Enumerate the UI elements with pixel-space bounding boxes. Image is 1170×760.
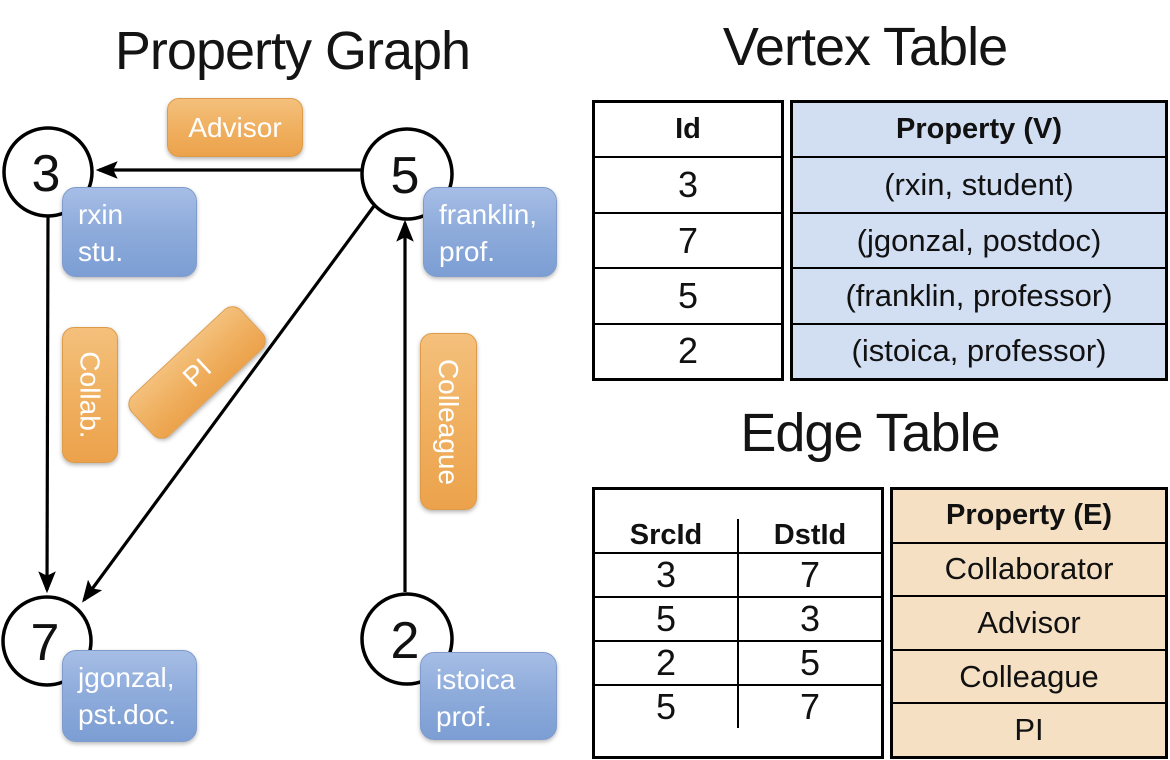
edge-table-property-cell: PI — [893, 704, 1165, 756]
vertex-property-line: rxin — [78, 199, 124, 230]
vertex-table-id-cell: 5 — [595, 269, 781, 325]
edge-table-srcid-cell: 2 — [595, 642, 737, 686]
vertex-property-line: prof. — [436, 701, 493, 732]
vertex-property-line: jgonzal, — [78, 662, 175, 693]
vertex-property-box-franklin: franklin, prof. — [423, 187, 557, 277]
vertex-table-property-cell: (franklin, professor) — [793, 269, 1165, 325]
edge-table-dstid-cell: 7 — [799, 685, 821, 727]
edge-table-title: Edge Table — [740, 403, 1000, 463]
edge-table-header-property: Property (E) — [893, 490, 1165, 544]
edge-table-id-columns-inner: SrcId 3 5 2 5 DstId 7 3 5 7 — [595, 490, 881, 756]
edge-label-text: Colleague — [433, 358, 465, 485]
vertex-table-title: Vertex Table — [722, 17, 1008, 77]
edge-table-dstid-cell: 5 — [739, 642, 881, 686]
edge-label-advisor: Advisor — [167, 98, 303, 157]
vertex-table-header-id: Id — [595, 103, 781, 159]
edge-table-dstid-cell: 3 — [739, 598, 881, 642]
vertex-property-line: prof. — [439, 236, 496, 267]
vertex-property-line: stu. — [78, 236, 124, 267]
vertex-property-line: pst.doc. — [78, 699, 177, 730]
vertex-table-property-cell: (jgonzal, postdoc) — [793, 213, 1165, 270]
vertex-node-7-label: 7 — [31, 614, 60, 672]
edge-table-property-cell: Advisor — [893, 597, 1165, 651]
edge-table-srcid-cell: 3 — [595, 554, 737, 598]
vertex-node-3-label: 3 — [32, 145, 61, 203]
vertex-node-5-label: 5 — [391, 147, 420, 205]
edge-table-id-columns: SrcId 3 5 2 5 DstId 7 3 5 7 — [592, 487, 884, 759]
edge-table-header-srcid: SrcId — [595, 519, 737, 554]
vertex-property-box-rxin: rxin stu. — [62, 187, 197, 277]
edge-table-property-cell: Collaborator — [893, 543, 1165, 598]
vertex-table-id-cell: 2 — [677, 330, 699, 372]
edge-label-colleague: Colleague — [420, 333, 477, 510]
vertex-table-id-cell: 7 — [595, 214, 781, 270]
edge-table-property-column: Property (E) Collaborator Advisor Collea… — [890, 487, 1168, 759]
edge-table-srcid-cell: 5 — [655, 685, 677, 727]
vertex-table-id-column: Id 3 7 5 2 — [592, 100, 784, 381]
vertex-node-2-label: 2 — [391, 612, 420, 670]
edge-table-dstid-column: DstId 7 3 5 7 — [739, 519, 881, 728]
edge-table-property-cell: Colleague — [893, 650, 1165, 705]
edge-table-srcid-column: SrcId 3 5 2 5 — [595, 518, 739, 728]
property-graph-title: Property Graph — [114, 21, 471, 81]
edge-table-header-dstid: DstId — [739, 519, 881, 554]
vertex-table-id-cell: 3 — [595, 158, 781, 214]
vertex-table-property-column: Property (V) (rxin, student) (jgonzal, p… — [790, 100, 1168, 381]
edge-collaborator-3-to-7 — [38, 215, 56, 594]
vertex-property-line: istoica — [436, 664, 516, 695]
vertex-property-line: franklin, — [439, 199, 538, 230]
vertex-property-box-istoica: istoica prof. — [420, 652, 557, 740]
edge-label-text: Advisor — [188, 111, 282, 143]
edge-label-text: PI — [176, 351, 217, 393]
edge-pi-5-to-7 — [82, 205, 376, 603]
vertex-property-box-jgonzal: jgonzal, pst.doc. — [62, 650, 197, 742]
edge-label-collab: Collab. — [62, 327, 118, 463]
vertex-table-property-cell: (istoica, professor) — [793, 324, 1165, 379]
edge-table-dstid-cell: 7 — [739, 554, 881, 598]
edge-table-srcid-cell: 5 — [595, 598, 737, 642]
vertex-table-property-cell: (rxin, student) — [793, 158, 1165, 214]
vertex-table-header-property: Property (V) — [793, 103, 1165, 159]
edge-label-text: Collab. — [75, 351, 107, 439]
